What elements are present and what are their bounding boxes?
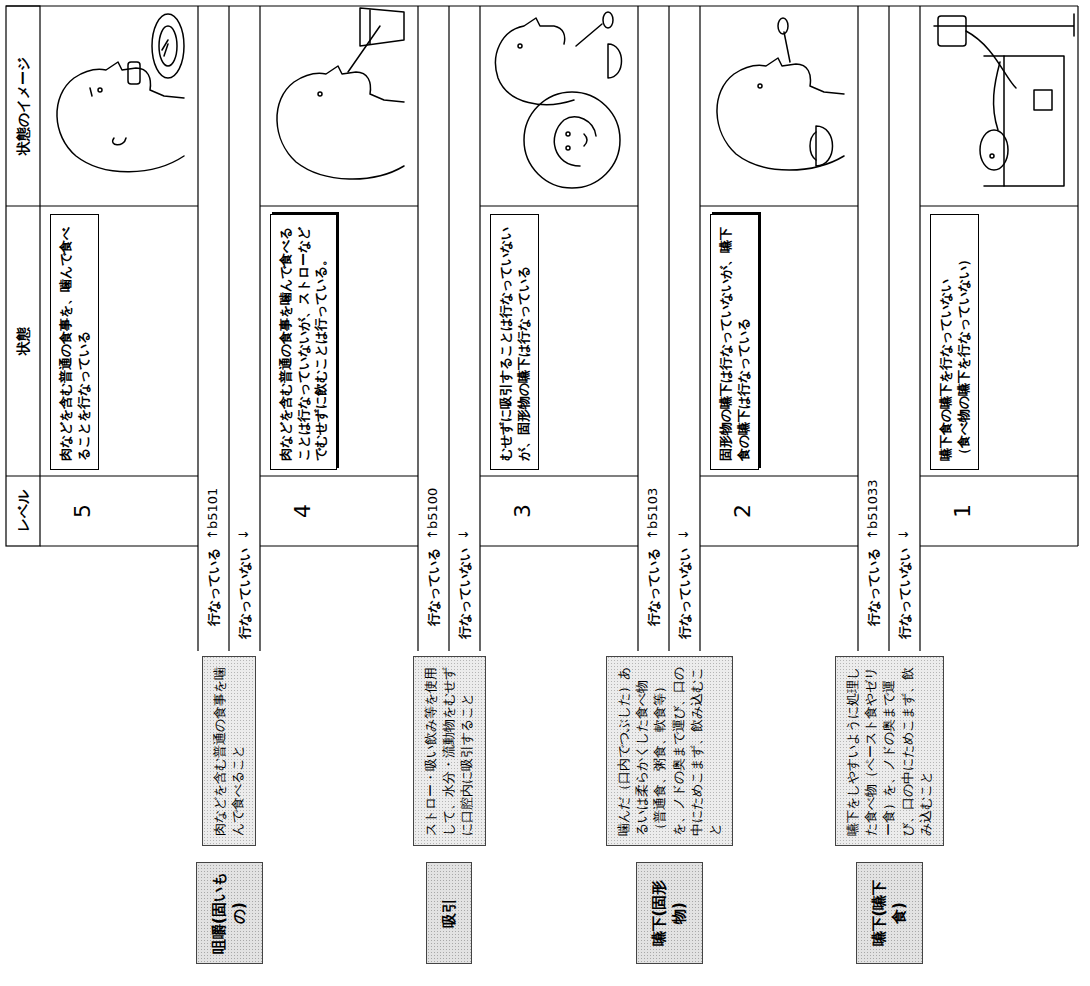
description-box: ストロー・吸い飲み等を使用して、水分・流動物をむせずに口腔内に吸引すること <box>413 656 486 846</box>
state-text: 肉などを含む普通の食事を噛んで食べることは行なっていないが、ストローなどでむせず… <box>277 223 330 461</box>
branch-arrow: ↓ <box>896 500 911 540</box>
icf-code: ↑b51033 <box>865 450 880 540</box>
state-box: むせずに吸引することは行なっていないが、固形物の嚥下は行なっている <box>490 214 539 470</box>
description-box: 肉などを含む普通の食事を噛んで食べること <box>202 656 256 846</box>
state-text: むせずに吸引することは行なっていないが、固形物の嚥下は行なっている <box>497 223 532 461</box>
category-text: 嚥下(固形物) <box>649 869 690 957</box>
state-box: 肉などを含む普通の食事を噛んで食べることは行なっていないが、ストローなどでむせず… <box>270 214 337 470</box>
description-text: 嚥下をしやすいように処理した食べ物（ペースト食やゼリー食）を、ノドの奥まで運び、… <box>844 666 935 836</box>
column-header: 状態 <box>6 206 40 476</box>
category-box: 咀嚼(固いもの) <box>196 862 263 964</box>
branch-label: 行なっている <box>645 548 663 650</box>
branch-label: 行なっている <box>865 548 883 650</box>
description-text: ストロー・吸い飲み等を使用して、水分・流動物をむせずに口腔内に吸引すること <box>422 666 477 836</box>
soft-food-illustration <box>496 12 622 188</box>
category-box: 嚥下(嚥下食) <box>856 862 923 964</box>
category-text: 嚥下(嚥下食) <box>869 869 910 957</box>
column-header: 状態のイメージ <box>6 6 40 206</box>
icf-code: ↑b5101 <box>205 450 220 540</box>
level-number: 4 <box>290 476 315 546</box>
straw-illustration <box>277 8 404 179</box>
state-box: 肉などを含む普通の食事を、噛んで食べることを行なっている <box>50 214 99 470</box>
description-box: 嚥下をしやすいように処理した食べ物（ペースト食やゼリー食）を、ノドの奥まで運び、… <box>835 656 944 846</box>
description-text: 噛んだ（口内でつぶした）あるいは柔らかくした食べ物（普通食、粥食、軟食等）を、ノ… <box>615 666 724 836</box>
state-text: 固形物の嚥下は行なっていないが、嚥下食の嚥下は行なっている <box>717 223 752 461</box>
category-text: 吸引 <box>439 869 459 957</box>
level-number: 5 <box>70 476 95 546</box>
branch-label: 行なっている <box>205 548 223 650</box>
state-text: 嚥下食の嚥下を行なっていない <box>937 223 955 461</box>
state-text: （食べ物の嚥下を行なっていない） <box>955 223 973 461</box>
branch-label: 行なっていない <box>896 548 914 650</box>
icf-code: ↑b5103 <box>645 450 660 540</box>
branch-label: 行なっている <box>425 548 443 650</box>
state-text: 肉などを含む普通の食事を、噛んで食べることを行なっている <box>57 223 92 461</box>
branch-label: 行なっていない <box>456 548 474 650</box>
branch-arrow: ↓ <box>236 500 251 540</box>
icf-code: ↑b5100 <box>425 450 440 540</box>
category-text: 咀嚼(固いもの) <box>209 869 250 957</box>
description-text: 肉などを含む普通の食事を噛んで食べること <box>211 666 247 836</box>
category-box: 嚥下(固形物) <box>636 862 703 964</box>
branch-arrow: ↓ <box>676 500 691 540</box>
eating-illustration <box>57 14 184 172</box>
level-number: 3 <box>510 476 535 546</box>
state-box: 固形物の嚥下は行なっていないが、嚥下食の嚥下は行なっている <box>710 214 759 470</box>
level-number: 1 <box>950 476 975 546</box>
category-box: 吸引 <box>426 862 472 964</box>
branch-label: 行なっていない <box>236 548 254 650</box>
column-header: レベル <box>6 476 40 546</box>
bedridden-illustration <box>934 14 1074 186</box>
state-box: 嚥下食の嚥下を行なっていない（食べ物の嚥下を行なっていない） <box>930 214 979 470</box>
branch-arrow: ↓ <box>456 500 471 540</box>
branch-label: 行なっていない <box>676 548 694 650</box>
description-box: 噛んだ（口内でつぶした）あるいは柔らかくした食べ物（普通食、粥食、軟食等）を、ノ… <box>606 656 733 846</box>
paste-food-illustration <box>717 18 844 170</box>
level-number: 2 <box>730 476 755 546</box>
